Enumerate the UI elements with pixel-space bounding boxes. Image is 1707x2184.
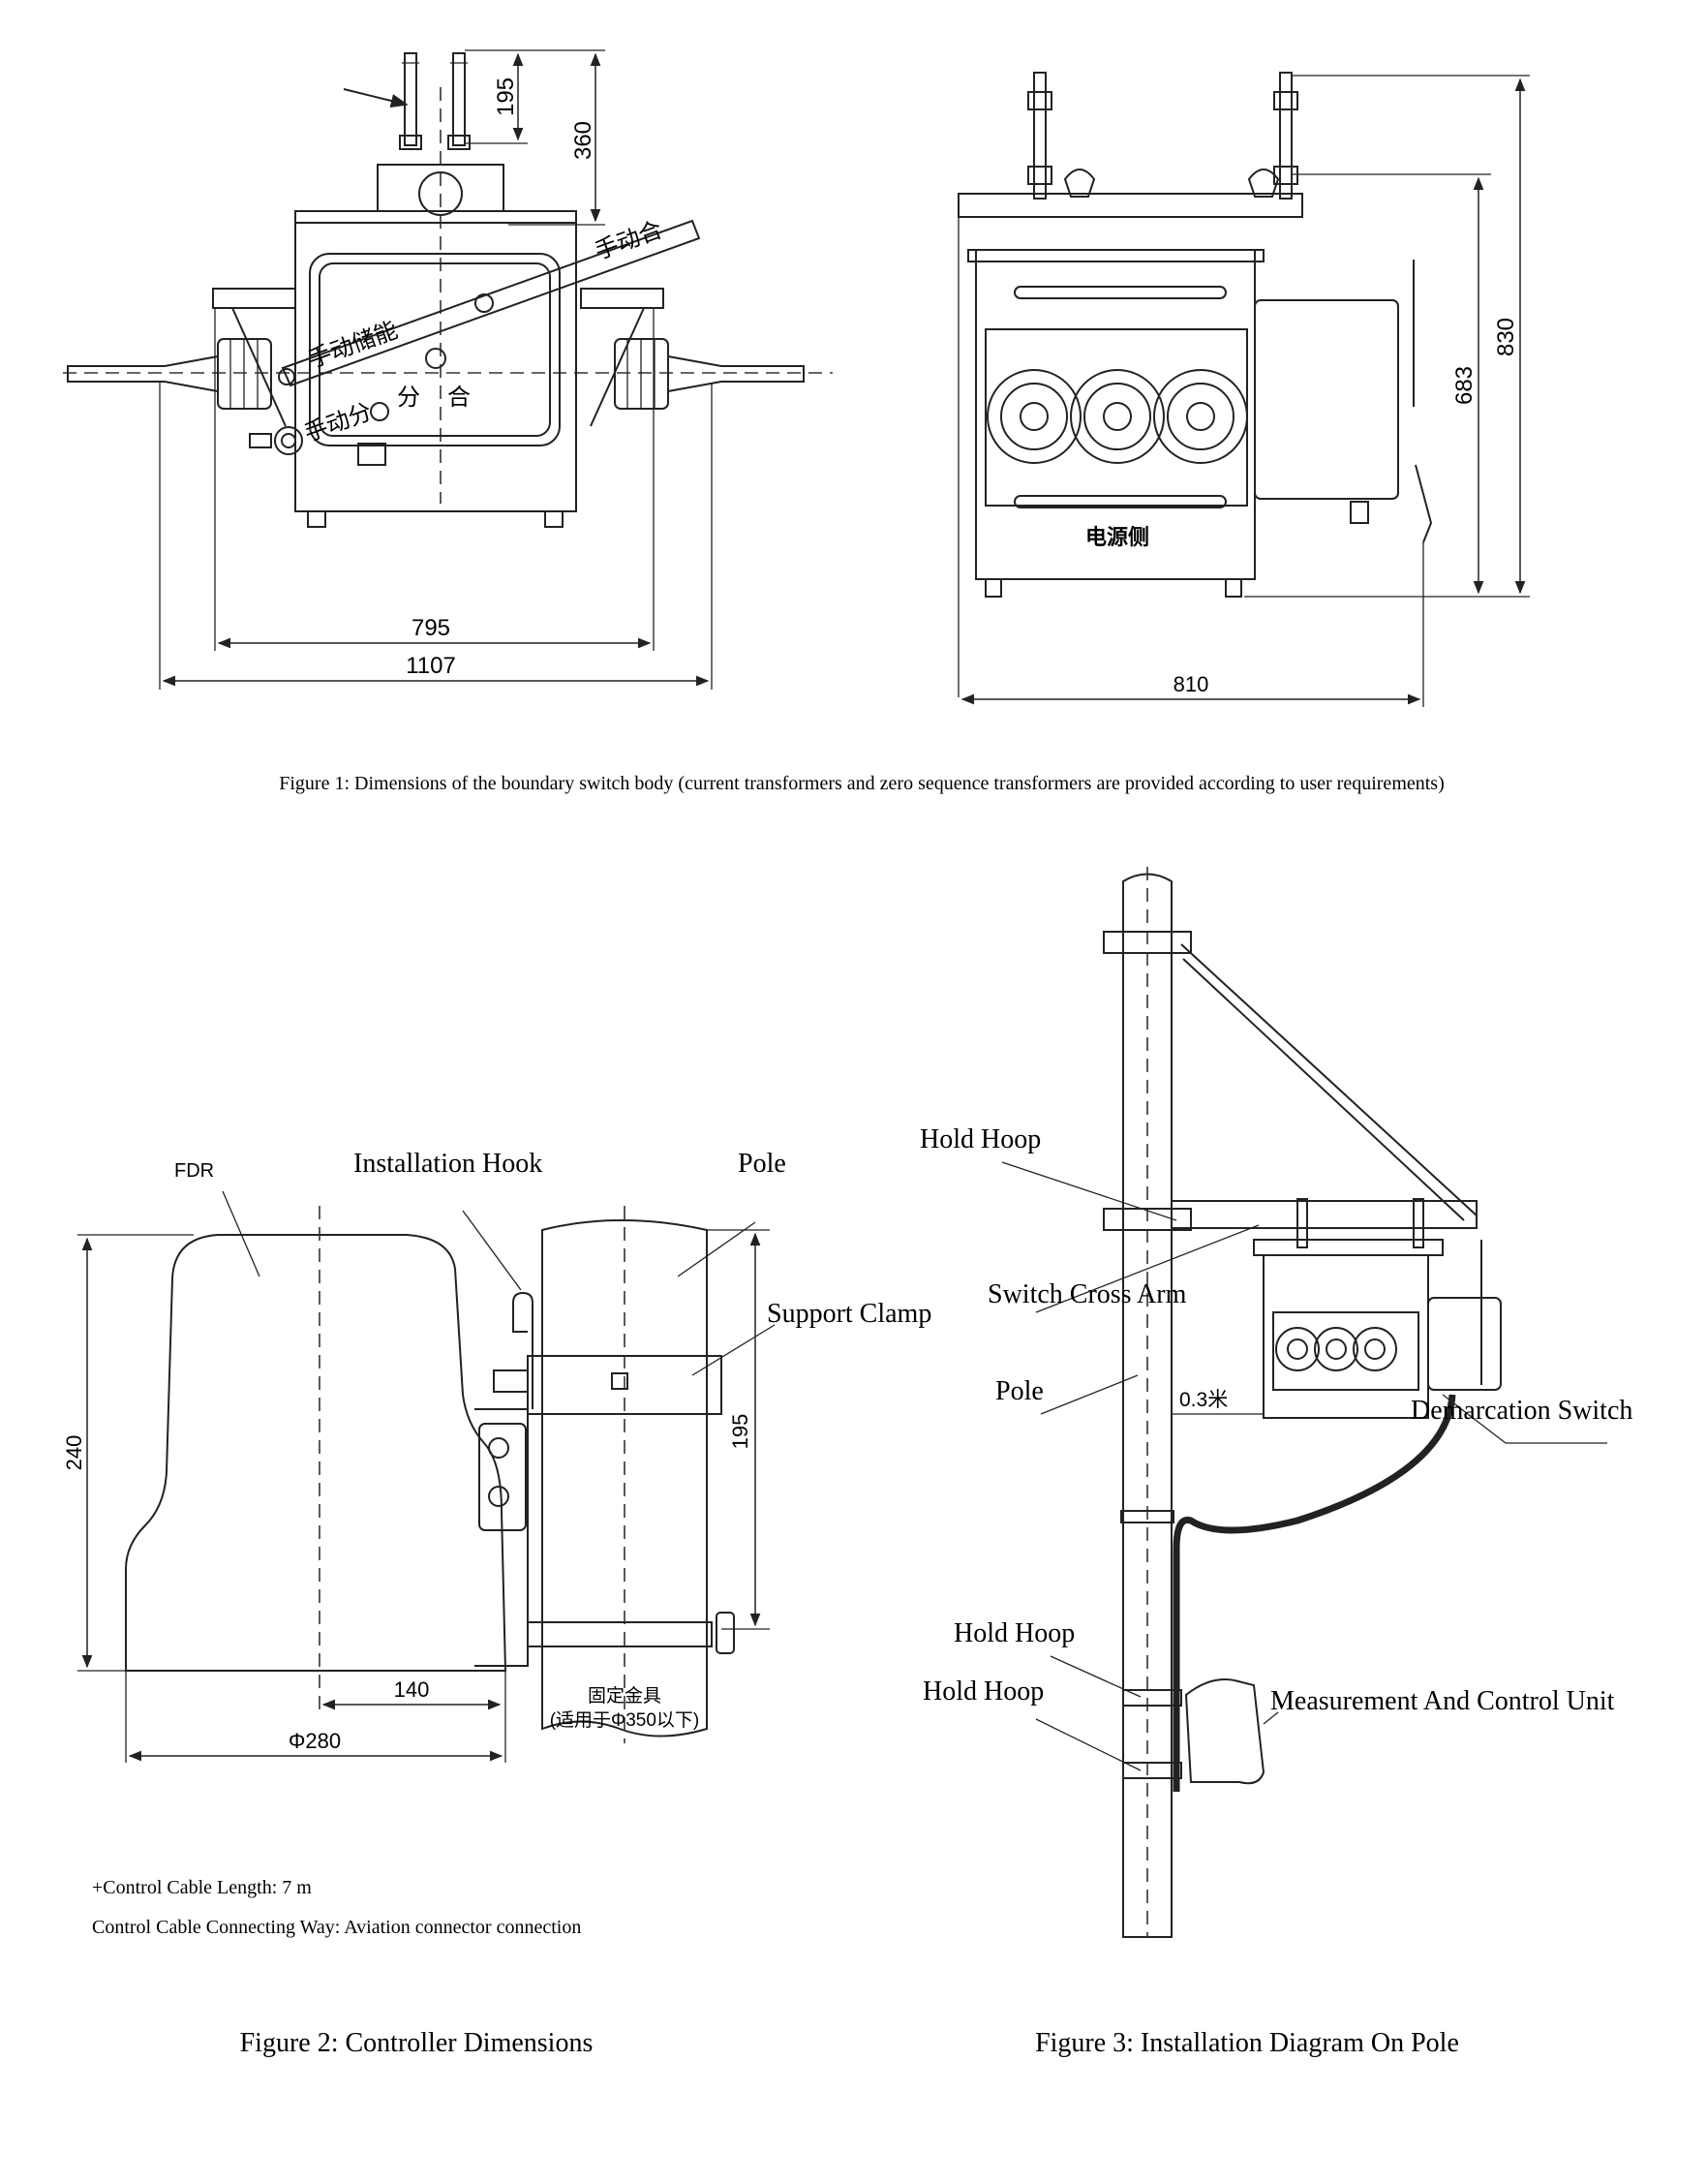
label-support-clamp: Support Clamp [767, 1299, 931, 1329]
dim-phi280: Φ280 [289, 1729, 341, 1753]
label-fdr: FDR [174, 1160, 214, 1182]
controller-body [125, 1234, 507, 1672]
label-fixture-note: (适用于Φ350以下) [550, 1709, 700, 1731]
label-demarcation-switch: Demarcation Switch [1411, 1396, 1632, 1426]
dim-195: 195 [493, 77, 519, 116]
dim-683: 683 [1451, 366, 1478, 405]
label-hold-hoop-1: Hold Hoop [954, 1618, 1075, 1648]
label-hold-hoop-2: Hold Hoop [923, 1676, 1044, 1707]
label-manual-close: 手动合 [592, 217, 666, 265]
crossarm-hoop [1103, 1208, 1192, 1231]
label-measurement-unit: Measurement And Control Unit [1270, 1686, 1615, 1716]
label-distance: 0.3米 [1179, 1389, 1228, 1411]
dim-240: 240 [62, 1435, 86, 1471]
label-manual-open: 手动分 [301, 399, 376, 447]
fig1-side-view: 电源侧 830 683 810 [958, 72, 1530, 707]
label-power-side: 电源侧 [1085, 525, 1149, 549]
dim-830: 830 [1493, 318, 1519, 356]
dim-140: 140 [394, 1677, 430, 1702]
label-pole-fig2: Pole [738, 1149, 786, 1179]
dim-1107: 1107 [406, 653, 456, 679]
label-hold-hoop-top: Hold Hoop [920, 1124, 1041, 1154]
figure3-caption: Figure 3: Installation Diagram On Pole [1035, 2028, 1459, 2058]
figure1-caption: Figure 1: Dimensions of the boundary swi… [279, 773, 1445, 794]
label-switch-cross-arm: Switch Cross Arm [988, 1279, 1187, 1309]
manual-lever [281, 219, 701, 387]
label-installation-hook: Installation Hook [353, 1149, 542, 1179]
control-cable [1173, 1394, 1456, 1792]
fig2-controller: 240 195 140 Φ280 FDR Installation Hook P… [62, 1149, 931, 1938]
fig3-control-unit [1184, 1678, 1265, 1785]
fig3-pole [1122, 873, 1173, 1938]
note-cable-connection: Control Cable Connecting Way: Aviation c… [92, 1917, 581, 1938]
note-cable-length: +Control Cable Length: 7 m [92, 1877, 312, 1898]
side-crossarm [958, 193, 1303, 218]
fig2-pole [541, 1219, 708, 1738]
dim-195-fig2: 195 [728, 1414, 752, 1450]
ct-group [987, 369, 1248, 464]
top-hoop [1103, 931, 1192, 954]
dim-360: 360 [570, 121, 596, 160]
dim-810: 810 [1174, 672, 1209, 696]
fig3-installation: 0.3米 Hold Hoop Switch Cross Arm Pole Dem… [920, 867, 1632, 1938]
left-bushing [67, 338, 272, 410]
label-fixture: 固定金具 [588, 1685, 661, 1707]
label-pole-fig3: Pole [995, 1376, 1044, 1406]
label-close: 合 [447, 385, 471, 411]
fig3-crossarm [1171, 1200, 1478, 1229]
label-open: 分 [397, 385, 420, 411]
figure2-caption: Figure 2: Controller Dimensions [240, 2028, 594, 2058]
fig3-switch [1263, 1254, 1429, 1419]
body-window [309, 253, 561, 446]
fig1-front-view: 手动合 手动储能 手动分 分 合 195 360 795 1107 [63, 49, 833, 690]
dim-795: 795 [412, 615, 450, 641]
right-bushing [614, 338, 805, 410]
